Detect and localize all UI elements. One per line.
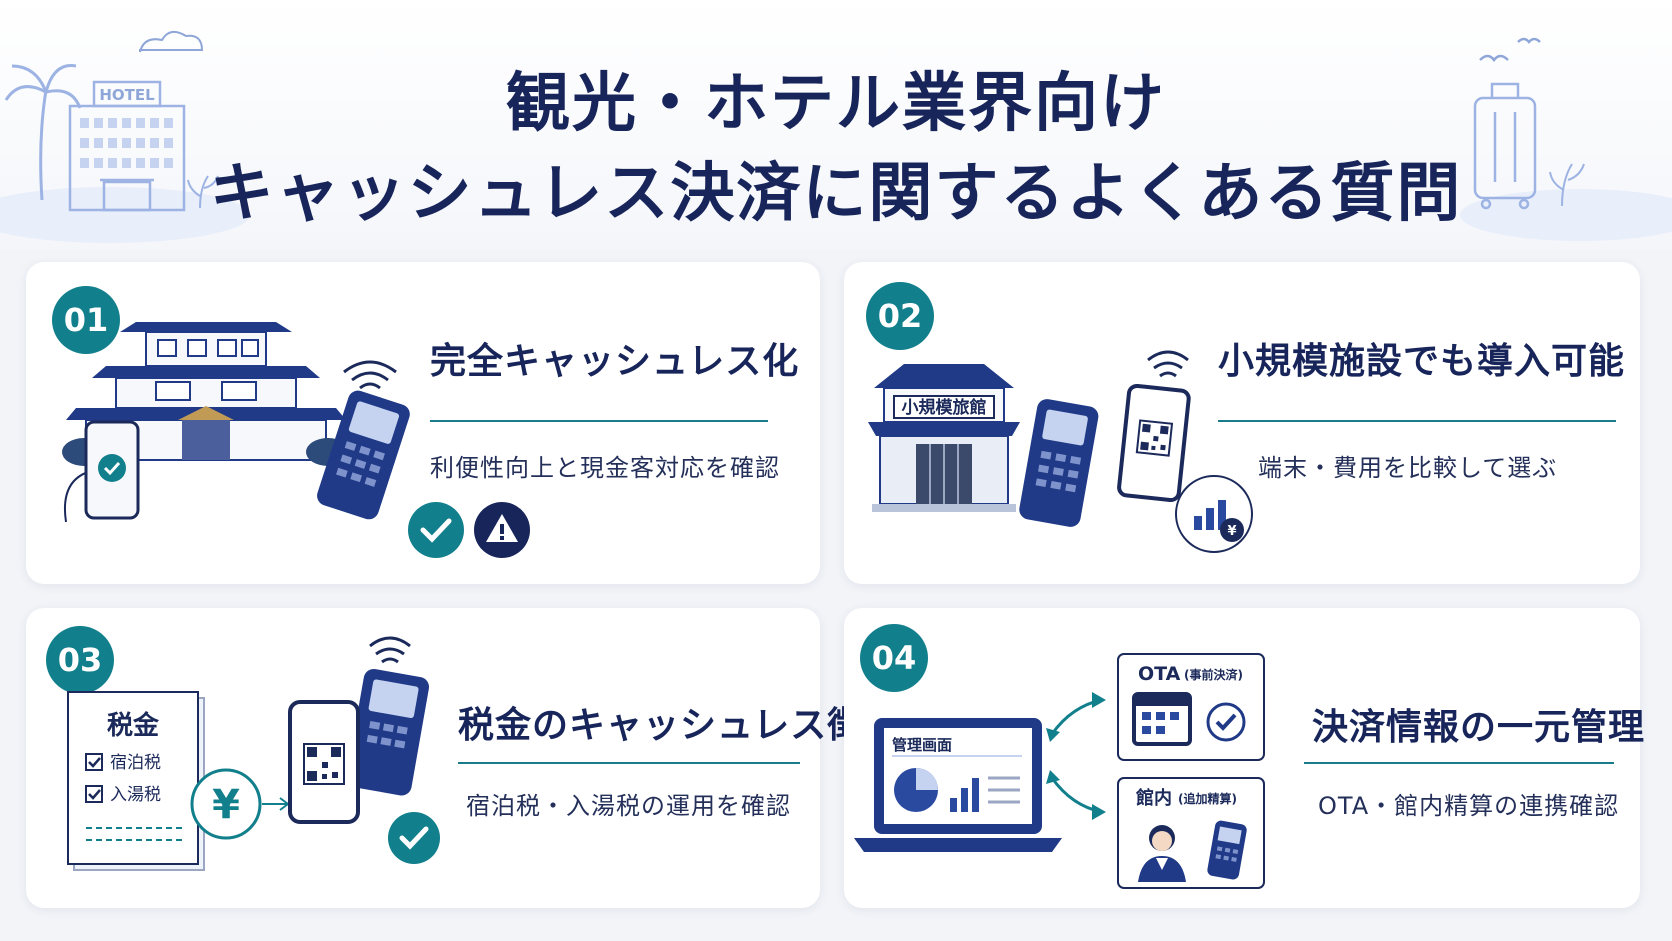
frontdesk-box: 館内 (追加精算) — [1117, 777, 1265, 889]
card-number-badge: 04 — [860, 624, 928, 692]
plant-icon — [1549, 163, 1585, 207]
hero-banner — [0, 0, 1672, 250]
calendar-icon — [1132, 692, 1192, 746]
small-ryokan-illustration: 小規模旅館 — [868, 364, 1020, 512]
checkbox-icon — [85, 753, 103, 771]
frontdesk-sublabel: (追加精算) — [1178, 791, 1237, 806]
yen-symbol: ¥ — [212, 782, 240, 828]
cost-chart-icon: ¥ — [1175, 475, 1253, 553]
card-description: 端末・費用を比較して選ぶ — [1258, 454, 1558, 482]
card-number-badge: 02 — [866, 282, 934, 350]
document-item: 入湯税 — [110, 785, 161, 805]
palm-tree-icon — [4, 64, 82, 201]
card-heading: 完全キャッシュレス化 — [430, 341, 800, 382]
tax-document-illustration: 税金 宿泊税 入湯税 — [67, 691, 205, 871]
page-title-line1: 観光・ホテル業界向け — [506, 67, 1166, 141]
yen-coin-icon: ¥ — [190, 768, 290, 840]
sync-arrows — [1046, 692, 1106, 820]
check-circle-icon — [1206, 702, 1246, 742]
hotel-sign: HOTEL — [99, 86, 155, 104]
card-description: 宿泊税・入湯税の運用を確認 — [466, 792, 791, 820]
faq-card-1: 01 — [26, 262, 820, 584]
hotel-illustration: HOTEL — [0, 30, 250, 243]
faq-card-3: 03 税金 宿泊税 入湯税 ¥ — [26, 608, 900, 908]
document-item: 宿泊税 — [110, 753, 161, 773]
nfc-icon — [1147, 350, 1189, 378]
nfc-icon — [369, 636, 411, 664]
card-terminal-icon — [1207, 820, 1247, 880]
card-heading: 小規模施設でも導入可能 — [1218, 341, 1626, 382]
heading-divider — [430, 420, 768, 422]
warning-icon — [474, 502, 530, 558]
card-terminal-icon — [1019, 399, 1099, 527]
ota-box: OTA (事前決済) — [1117, 653, 1265, 761]
staff-person-icon — [1138, 825, 1186, 882]
document-title: 税金 — [107, 710, 160, 741]
nfc-icon — [343, 360, 397, 390]
heading-divider — [1218, 420, 1616, 422]
checkbox-icon — [85, 785, 103, 803]
screen-label: 管理画面 — [892, 736, 952, 754]
faq-card-4: 04 管理画面 OTA (事前決済) — [844, 608, 1644, 908]
qr-payment-devices — [288, 636, 430, 824]
faq-card-2: 02 小規模旅館 — [844, 262, 1640, 584]
card-number-badge: 03 — [46, 626, 114, 694]
building-sign: 小規模旅館 — [902, 397, 987, 418]
hotel-building-icon — [68, 80, 186, 212]
card-number-badge: 01 — [52, 286, 120, 354]
card-description: 利便性向上と現金客対応を確認 — [430, 454, 780, 482]
ota-sublabel: (事前決済) — [1184, 667, 1243, 682]
suitcase-illustration — [1460, 37, 1672, 241]
ota-label: OTA — [1138, 663, 1181, 685]
qr-code-icon — [303, 743, 345, 785]
plant-icon — [187, 175, 219, 209]
qr-smartphone-icon — [1117, 350, 1191, 503]
check-circle-icon — [388, 812, 440, 864]
yen-icon: ¥ — [1227, 524, 1236, 539]
heading-divider — [1304, 762, 1614, 764]
cloud-icon — [139, 30, 204, 53]
card-heading: 税金のキャッシュレス徴収 — [458, 705, 902, 746]
card-description: OTA・館内精算の連携確認 — [1318, 792, 1620, 820]
smartphone-payment-icon — [64, 420, 140, 523]
frontdesk-label: 館内 — [1136, 787, 1172, 809]
bird-icon — [1479, 37, 1541, 63]
qr-code-icon — [1135, 419, 1174, 457]
heading-divider — [458, 762, 800, 764]
bar-chart-icon — [950, 778, 979, 812]
check-circle-icon — [408, 502, 464, 558]
page-title-line2: キャッシュレス決済に関するよくある質問 — [209, 157, 1463, 231]
pie-chart-icon — [894, 768, 938, 812]
suitcase-icon — [1473, 82, 1537, 210]
card-terminal-icon — [317, 360, 410, 520]
laptop-dashboard-icon: 管理画面 — [854, 718, 1062, 852]
card-heading: 決済情報の一元管理 — [1312, 707, 1646, 748]
